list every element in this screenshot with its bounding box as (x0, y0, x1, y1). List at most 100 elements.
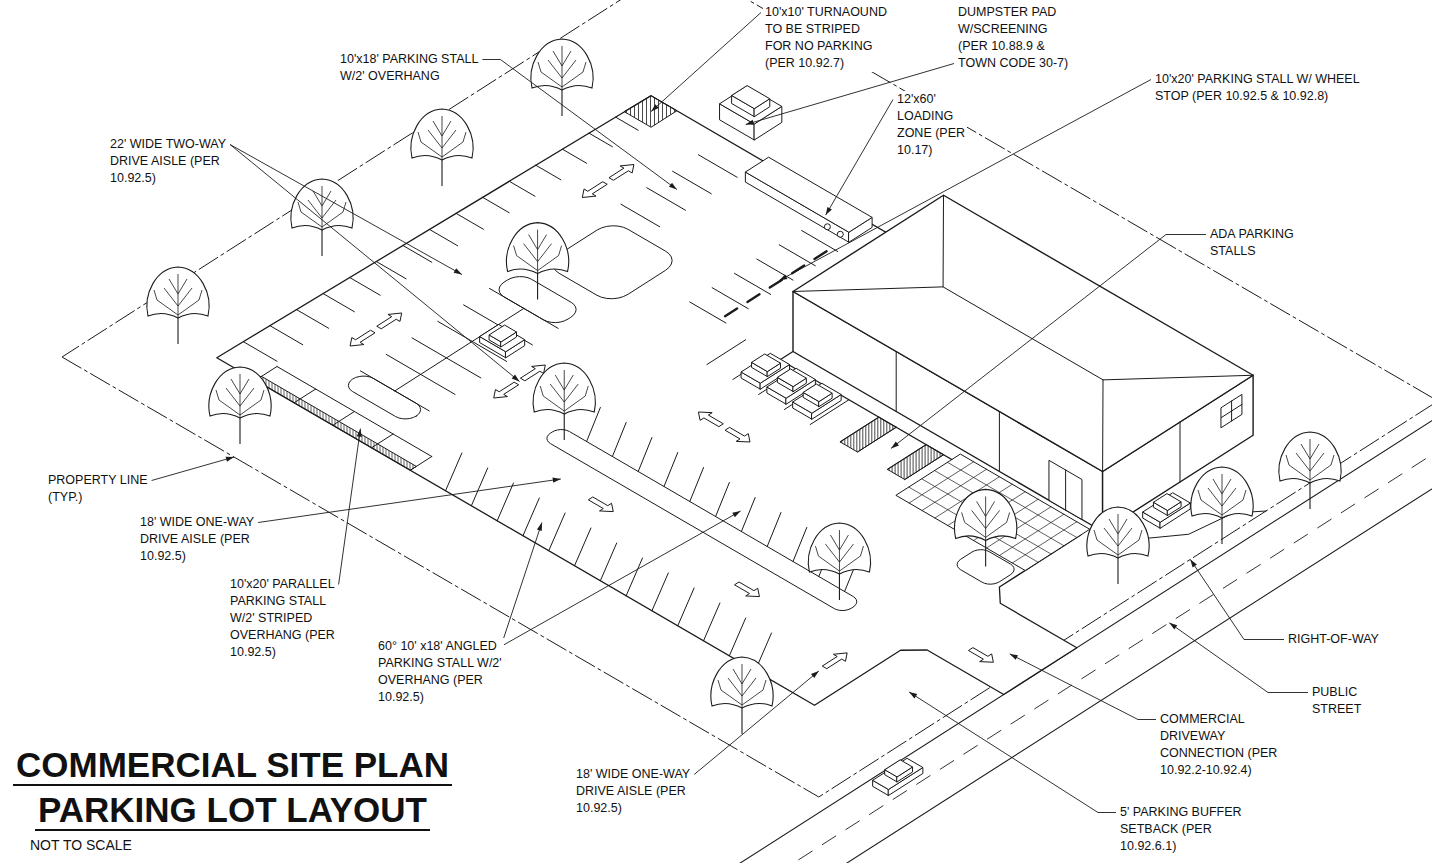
hatch-line (666, 96, 667, 128)
hatch-line (353, 376, 354, 470)
text-line: W/2' OVERHANG (340, 68, 440, 85)
traffic-arrow (582, 182, 607, 198)
stall-line (456, 213, 483, 229)
angled-stall-line (626, 558, 642, 596)
hatch (257, 376, 416, 470)
hatch-line (326, 376, 327, 470)
tree-crown (411, 109, 473, 160)
hatch-line (338, 376, 339, 470)
car-symbol (793, 384, 841, 414)
stall-line (673, 171, 712, 194)
property-line (62, 0, 1432, 797)
wheel-stop (725, 309, 737, 317)
text-line: 18' WIDE ONE-WAY (576, 766, 690, 783)
traffic-arrow (589, 497, 614, 511)
text-line: PROPERTY LINE (48, 472, 148, 489)
stall-line (562, 149, 586, 163)
tree-crown (955, 489, 1017, 540)
callout-label: 60° 10' x18' ANGLED PARKING STALL W/2' O… (376, 638, 504, 706)
stall-line (698, 155, 737, 178)
hatch-line (368, 376, 369, 470)
text-line: 10.92.5) (576, 800, 622, 817)
hatch-line (293, 376, 294, 470)
tree-trunk (1117, 556, 1118, 584)
angled-stall-line (600, 543, 616, 581)
tree-symbol (147, 267, 209, 344)
dumpster-box (732, 86, 770, 109)
tree-branches (718, 664, 766, 708)
text-line: DUMPSTER PAD (958, 4, 1056, 21)
angled-stall-line (446, 453, 462, 491)
callout-label: 22' WIDE TWO-WAY DRIVE AISLE (PER 10.92.… (108, 136, 228, 187)
tree-branches (514, 230, 562, 274)
hatch-line (862, 417, 863, 452)
stall-line (509, 181, 535, 196)
hatch-line (344, 376, 345, 470)
wall-line (896, 352, 897, 412)
window (1221, 394, 1242, 427)
text-line: PUBLIC (1312, 684, 1357, 701)
stall-line (647, 188, 686, 211)
text-line: LOADING (897, 108, 953, 125)
plaza-joint (1012, 522, 1077, 563)
callout-label: 10'x10' TURNAOUND TO BE STRIPED FOR NO P… (763, 4, 889, 72)
leader-line (230, 145, 519, 382)
hatch-line (299, 376, 300, 470)
text-line: 12'x60' (897, 91, 936, 108)
angled-stall-line (664, 453, 678, 487)
tree-trunk (537, 272, 538, 300)
stall-line (297, 310, 329, 329)
tree-trunk (239, 416, 240, 444)
roof-hip (1103, 375, 1254, 471)
car-symbol (778, 369, 807, 386)
tree-crown (291, 179, 353, 230)
stall-line (323, 294, 354, 312)
text-line: 60° 10' x18' ANGLED (378, 638, 497, 655)
leader-line (258, 479, 561, 523)
text-line: 10'x20' PARKING STALL W/ WHEEL (1155, 71, 1360, 88)
stall-line (403, 245, 432, 262)
text-line: W/SCREENING (958, 21, 1048, 38)
tree-crown (507, 223, 569, 274)
hatch-line (859, 417, 860, 452)
hatch-line (371, 376, 372, 470)
text-line: 10.92.5) (140, 548, 186, 565)
hatch-line (874, 417, 875, 452)
text-line: STOP (PER 10.92.5 & 10.92.8) (1155, 88, 1328, 105)
angled-stall-line (612, 423, 626, 457)
text-line: OVERHANG (PER (378, 672, 483, 689)
leader-lines (152, 13, 1308, 813)
stall-line (802, 231, 838, 252)
callout-label: COMMERCIAL DRIVEWAY CONNECTION (PER 10.9… (1158, 711, 1279, 779)
hatch-line (377, 376, 378, 470)
curb-island (348, 376, 420, 419)
text-line: SETBACK (PER (1120, 821, 1212, 838)
hatch-line (880, 417, 881, 452)
text-line: RIGHT-OF-WAY (1288, 631, 1379, 648)
text-line: DRIVEWAY (1160, 728, 1225, 745)
text-line: DRIVE AISLE (PER (110, 153, 220, 170)
car-symbol (803, 384, 832, 401)
hatch-line (383, 376, 384, 470)
leader-line (339, 429, 361, 585)
text-line: PARKING STALL (230, 593, 326, 610)
tree-branches (298, 186, 346, 230)
stall-line (616, 117, 639, 130)
tree-symbol (955, 489, 1017, 566)
tree-branches (1286, 439, 1334, 483)
tree-branches (216, 374, 264, 418)
angled-stall-line (678, 588, 694, 626)
stall-line (707, 340, 746, 365)
hatch-line (670, 96, 671, 128)
text-line: ZONE (PER (897, 125, 965, 142)
hatch-line (359, 376, 360, 470)
plaza-joint (909, 462, 974, 503)
leader-arrowhead (357, 429, 362, 437)
hatch-line (910, 445, 911, 480)
text-line: PARKING LOT LAYOUT (35, 791, 430, 831)
hatch-line (877, 417, 878, 452)
hatch-line (284, 376, 285, 470)
callout-label: 12'x60' LOADING ZONE (PER 10.17) (895, 91, 967, 159)
text-line: DRIVE AISLE (PER (140, 531, 250, 548)
angled-stall-line (549, 513, 565, 551)
